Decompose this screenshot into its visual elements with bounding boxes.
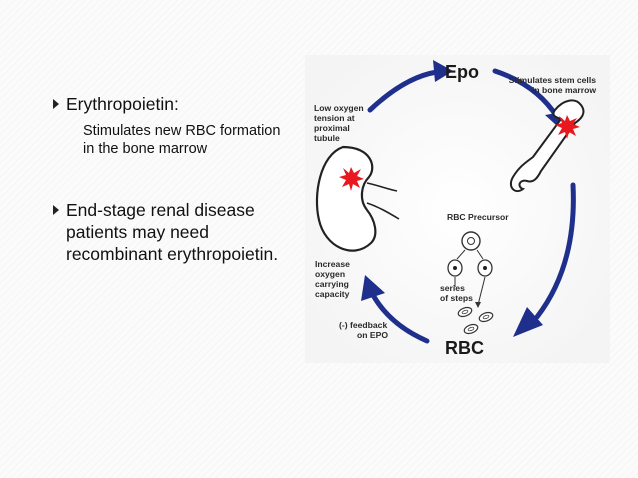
svg-text:tubule: tubule bbox=[314, 133, 340, 143]
svg-text:(-) feedback: (-) feedback bbox=[339, 320, 387, 330]
signal-burst-icon bbox=[339, 167, 364, 191]
svg-text:capacity: capacity bbox=[315, 289, 350, 299]
low-oxygen-label: Low oxygen tension at proximal tubule bbox=[314, 103, 364, 143]
signal-burst-icon bbox=[555, 115, 580, 139]
svg-text:in bone marrow: in bone marrow bbox=[532, 85, 596, 95]
svg-text:oxygen: oxygen bbox=[315, 269, 345, 279]
svg-text:tension at: tension at bbox=[314, 113, 355, 123]
bullet-arrow-icon bbox=[53, 99, 59, 109]
bullet-sub-line: Stimulates new RBC formation bbox=[83, 123, 281, 139]
bone-icon bbox=[509, 99, 585, 193]
bullet-line: recombinant erythropoietin. bbox=[66, 244, 279, 264]
rbc-label: RBC bbox=[445, 338, 484, 358]
bullet-title: Erythropoietin: bbox=[66, 94, 179, 114]
svg-text:proximal: proximal bbox=[314, 123, 350, 133]
bullet-arrow-icon bbox=[53, 205, 59, 215]
series-of-steps-label: series of steps bbox=[440, 283, 473, 303]
svg-text:of steps: of steps bbox=[440, 293, 473, 303]
epo-label: Epo bbox=[445, 62, 479, 82]
rbc-precursor-cells bbox=[447, 231, 494, 335]
feedback-label: (-) feedback on EPO bbox=[339, 320, 388, 340]
epo-feedback-diagram: Epo RBC Low oxygen tension at proximal t… bbox=[305, 55, 610, 363]
kidney-icon bbox=[315, 145, 400, 252]
cycle-arrow-right bbox=[513, 182, 576, 337]
bullet-sub-line: in the bone marrow bbox=[83, 141, 208, 157]
cycle-arrow-bottom-left bbox=[361, 275, 430, 344]
cycle-arrow-top-left bbox=[367, 60, 453, 113]
increase-oxygen-label: Increase oxygen carrying capacity bbox=[315, 259, 350, 299]
rbc-precursor-label: RBC Precursor bbox=[447, 212, 509, 222]
bullet-line: patients may need bbox=[66, 222, 210, 242]
svg-text:Increase: Increase bbox=[315, 259, 350, 269]
svg-text:on EPO: on EPO bbox=[357, 330, 388, 340]
bullet-line: End-stage renal disease bbox=[66, 200, 255, 220]
svg-text:series: series bbox=[440, 283, 465, 293]
stimulates-stem-cells-label: Stimulates stem cells in bone marrow bbox=[509, 75, 597, 95]
svg-text:carrying: carrying bbox=[315, 279, 349, 289]
svg-text:Stimulates stem cells: Stimulates stem cells bbox=[509, 75, 597, 85]
svg-text:Low oxygen: Low oxygen bbox=[314, 103, 364, 113]
